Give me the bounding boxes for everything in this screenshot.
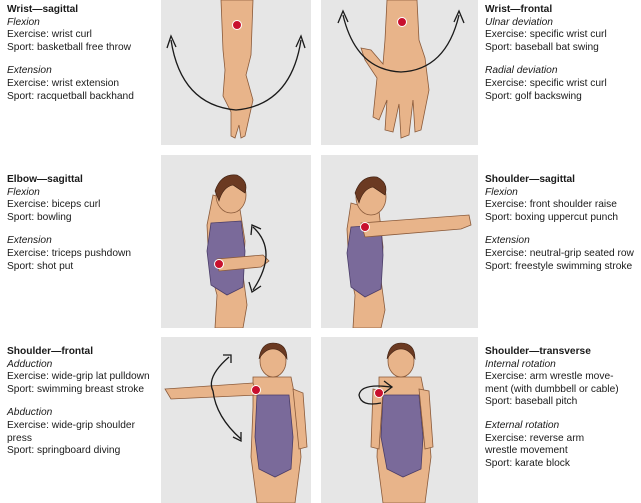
hair — [386, 342, 416, 361]
motion-label: Abduction — [7, 407, 53, 419]
detail-line: Exercise: wide-grip lat pulldown — [7, 371, 150, 383]
motion-label: Radial deviation — [485, 65, 558, 77]
detail-line: Exercise: wrist curl — [7, 29, 92, 41]
detail-line: Exercise: reverse arm — [485, 432, 585, 444]
deviation-arc — [342, 14, 460, 73]
motion-label: Flexion — [7, 186, 40, 198]
right-arm — [418, 388, 434, 450]
detail-line: Sport: swimming breast stroke — [7, 383, 145, 395]
cell-title: Wrist—frontal — [485, 4, 553, 15]
arrowhead-left — [166, 34, 177, 49]
flexion-arc — [170, 39, 302, 111]
detail-line: Exercise: neutral-grip seated row — [485, 247, 634, 259]
motion-label: Extension — [485, 235, 530, 247]
detail-line: Sport: springboard diving — [7, 445, 121, 457]
elbow-joint-marker — [214, 259, 224, 269]
cell-title: Shoulder—frontal — [7, 346, 94, 357]
shoulder-transverse-figure — [358, 342, 434, 503]
shoulder-joint-marker — [360, 222, 370, 232]
arrowhead-bottom — [248, 281, 262, 294]
cell-shoulder-frontal: Shoulder—frontal Adduction Exercise: wid… — [7, 346, 150, 458]
shoulder-joint-marker — [374, 388, 384, 398]
detail-line: Exercise: wrist extension — [7, 77, 120, 89]
detail-line: Sport: bowling — [7, 211, 72, 223]
detail-line: Sport: baseball pitch — [485, 396, 578, 408]
wrist-frontal-illustration — [321, 0, 478, 145]
cell-title: Shoulder—transverse — [485, 346, 591, 357]
detail-line: press — [7, 432, 32, 444]
detail-line: Sport: boxing uppercut punch — [485, 211, 619, 223]
detail-line: Sport: shot put — [7, 260, 74, 272]
detail-line: Exercise: triceps pushdown — [7, 247, 132, 259]
forearm-shape — [220, 0, 254, 139]
detail-line: Sport: basketball free throw — [7, 41, 132, 53]
abducted-arm — [164, 382, 258, 400]
detail-line: Sport: baseball bat swing — [485, 41, 599, 53]
cell-shoulder-sagittal: Shoulder—sagittal Flexion Exercise: fron… — [485, 174, 634, 273]
detail-line: Exercise: wide-grip shoulder — [7, 419, 135, 431]
detail-line: Sport: golf backswing — [485, 90, 582, 102]
arrowhead-top — [250, 224, 262, 236]
motion-label: Internal rotation — [485, 358, 556, 370]
wrist-joint-marker — [397, 17, 407, 27]
shoulder-transverse-illustration — [321, 337, 478, 503]
detail-line: ment (with dumbbell or cable) — [485, 383, 619, 395]
cell-wrist-sagittal: Wrist—sagittal Flexion Exercise: wrist c… — [7, 4, 134, 103]
detail-line: Exercise: biceps curl — [7, 199, 101, 211]
motion-label: Adduction — [7, 358, 53, 370]
motion-label: Flexion — [7, 16, 40, 28]
cell-wrist-frontal: Wrist—frontal Ulnar deviation Exercise: … — [485, 4, 607, 103]
arrowhead — [383, 380, 394, 394]
swimsuit — [254, 394, 294, 478]
arrowhead-bottom — [232, 432, 242, 443]
detail-line: Sport: racquetball backhand — [7, 90, 134, 102]
detail-line: wrestle movement — [485, 445, 568, 457]
hand-shape — [360, 0, 430, 139]
cell-title: Shoulder—sagittal — [485, 174, 576, 185]
side-arm — [292, 388, 308, 450]
arrowhead-left — [337, 9, 349, 24]
motion-label: External rotation — [485, 419, 560, 431]
detail-line: Sport: karate block — [485, 457, 570, 469]
motion-label: Extension — [7, 65, 52, 77]
abduction-arc — [210, 356, 242, 440]
cell-title: Elbow—sagittal — [7, 174, 83, 185]
shoulder-frontal-figure — [164, 342, 308, 503]
arrowhead-top — [223, 354, 232, 363]
elbow-sagittal-illustration — [161, 155, 311, 328]
hair — [354, 176, 387, 204]
rotation-loop — [358, 385, 392, 405]
detail-line: Exercise: specific wrist curl — [485, 77, 607, 89]
detail-line: Exercise: specific wrist curl — [485, 29, 607, 41]
cell-shoulder-transverse: Shoulder—transverse Internal rotation Ex… — [485, 346, 619, 470]
detail-line: Exercise: front shoulder raise — [485, 199, 617, 211]
detail-line: Exercise: arm wrestle move- — [485, 371, 614, 383]
cell-title: Wrist—sagittal — [7, 4, 79, 15]
wrist-sagittal-figure — [166, 0, 306, 139]
wrist-joint-marker — [232, 20, 242, 30]
flexion-arc — [252, 226, 267, 291]
hair — [214, 174, 247, 202]
motion-label: Extension — [7, 235, 52, 247]
shoulder-frontal-illustration — [161, 337, 311, 503]
arrowhead-right — [295, 34, 306, 49]
wrist-sagittal-illustration — [161, 0, 311, 145]
shoulder-sagittal-figure — [346, 176, 472, 328]
hair — [258, 342, 288, 361]
detail-line: Sport: freestyle swimming stroke — [485, 260, 633, 272]
elbow-sagittal-figure — [206, 174, 270, 328]
motion-label: Flexion — [485, 186, 518, 198]
cell-elbow-sagittal: Elbow—sagittal Flexion Exercise: biceps … — [7, 174, 131, 273]
arrowhead-right — [453, 9, 465, 24]
shoulder-joint-marker — [251, 385, 261, 395]
raised-arm — [360, 214, 472, 238]
swimsuit — [380, 394, 424, 478]
wrist-frontal-figure — [337, 0, 465, 139]
motion-label: Ulnar deviation — [485, 16, 553, 28]
shoulder-sagittal-illustration — [321, 155, 478, 328]
